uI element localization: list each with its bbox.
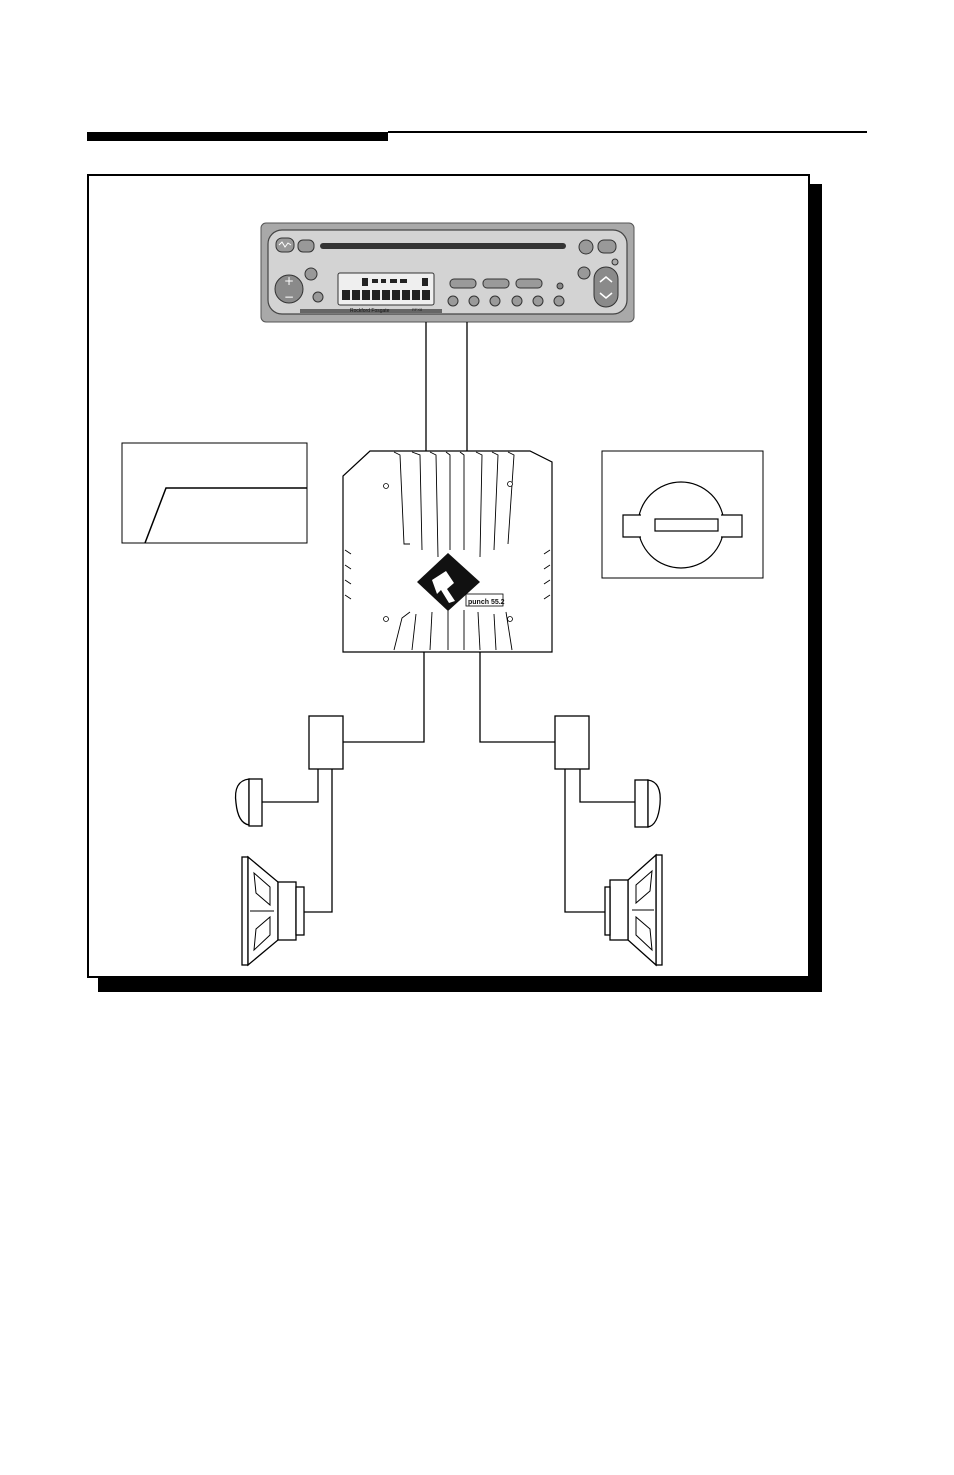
eq-button[interactable] [276, 238, 294, 252]
seek-rocker[interactable] [594, 267, 618, 307]
preset-bank-1[interactable] [450, 279, 476, 288]
indicator-led [557, 283, 563, 289]
head-unit-brand: Rockford Fosgate [350, 308, 390, 314]
frame-shadow-bottom [98, 977, 822, 992]
amplifier-body [343, 451, 552, 652]
crossover-right [555, 716, 589, 769]
header-rule-thick [87, 132, 388, 141]
head-unit: Rockford Fosgate RFX8 + − [261, 223, 634, 322]
preset-bank-3[interactable] [516, 279, 542, 288]
cd-button[interactable] [598, 240, 616, 253]
head-unit-model: RFX8 [412, 307, 423, 312]
tweeter-right [635, 780, 660, 827]
crossover-graph-frame [122, 443, 307, 543]
amplifier: punch 55.2 [343, 451, 552, 652]
crossover-left [309, 716, 343, 769]
cd-slot [320, 243, 566, 249]
eject-button[interactable] [298, 240, 314, 252]
head-unit-faceplate [268, 230, 627, 314]
menu-button[interactable] [579, 240, 593, 254]
rotary-switch [602, 451, 763, 578]
display-window [338, 273, 434, 305]
crossover-graph [122, 443, 307, 543]
volume-up-icon[interactable]: + [284, 274, 294, 288]
amplifier-badge: punch 55.2 [468, 599, 505, 606]
preset-bank-2[interactable] [483, 279, 509, 288]
source-button[interactable] [305, 268, 317, 280]
volume-down-icon[interactable]: − [284, 290, 294, 304]
frame-shadow-right [809, 184, 822, 992]
rotary-knob-slot [655, 519, 718, 531]
mute-button[interactable] [578, 267, 590, 279]
header-rule [87, 131, 867, 141]
aux-led [612, 259, 618, 265]
power-button[interactable] [313, 292, 323, 302]
header-rule-thin [388, 131, 867, 133]
